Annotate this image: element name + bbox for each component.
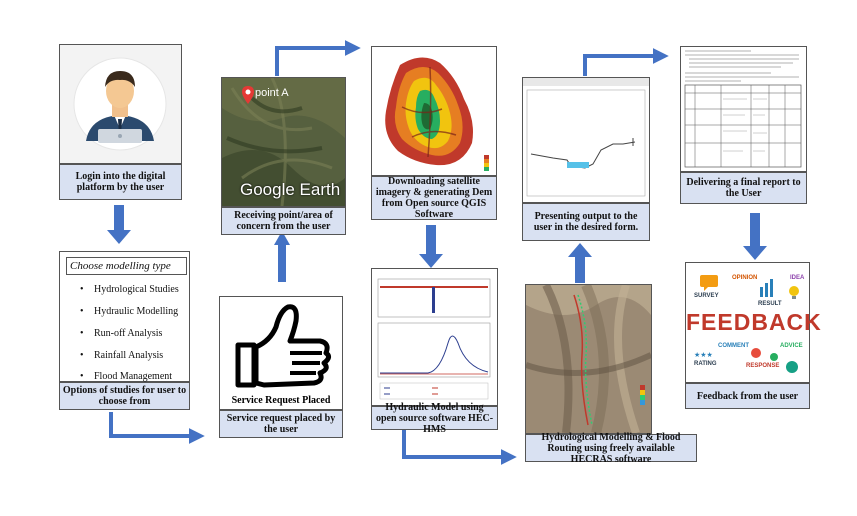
google-earth-logo: Google Earth (240, 180, 341, 199)
menu-item-flood-management[interactable]: Flood Management (80, 371, 172, 382)
feedback-title: FEEDBACK (686, 309, 822, 335)
point-label: point A (255, 87, 289, 99)
caption-presenting: Presenting output to the user in the des… (522, 203, 650, 241)
word-survey: SURVEY (694, 293, 719, 299)
chat-bubble-icon (700, 275, 718, 291)
feedback-icons: ★★★ (694, 275, 799, 373)
stars-icon: ★★★ (694, 351, 713, 359)
word-result: RESULT (758, 301, 782, 307)
word-comment: COMMENT (718, 343, 749, 349)
word-opinion: OPINION (732, 275, 758, 281)
arrow-options-to-service (109, 412, 205, 444)
caption-service: Service request placed by the user (219, 410, 343, 438)
word-advice: ADVICE (780, 343, 803, 349)
caption-hydrological: Hydrological Modelling & Flood Routing u… (525, 432, 697, 465)
caption-delivering: Delivering a final report to the User (680, 172, 807, 204)
word-idea: IDEA (790, 275, 805, 281)
options-menu-panel: Choose modelling type Hydrological Studi… (59, 251, 190, 382)
hydrograph-chart (377, 278, 491, 400)
caption-receiving: Receiving point/area of concern from the… (221, 207, 346, 235)
svg-text:★★★: ★★★ (694, 351, 713, 359)
arrow-hydrological-to-presenting (568, 243, 592, 283)
arrow-login-to-options (107, 205, 131, 244)
speech-icon (751, 348, 778, 361)
login-image (59, 44, 182, 164)
service-request-image: Service Request Placed (219, 296, 343, 410)
menu-item-runoff-analysis[interactable]: Run-off Analysis (80, 328, 163, 339)
thumbs-up-icon (235, 304, 332, 388)
map-pin-icon (242, 86, 254, 104)
terrain-map (222, 78, 345, 206)
google-earth-image: point A Google Earth (221, 77, 346, 207)
caption-options: Options of studies for user to choose fr… (59, 382, 190, 410)
feedback-image: FEEDBACK SURVEY OPINION IDEA RESULT COMM… (685, 262, 822, 383)
caption-feedback: Feedback from the user (685, 383, 810, 409)
thumbs-icon (786, 361, 798, 373)
cross-section-chart (523, 78, 649, 197)
report-document-image (680, 46, 807, 172)
hec-hms-graph-image (371, 268, 498, 406)
word-response: RESPONSE (746, 363, 780, 369)
river-terrain-map (526, 285, 651, 433)
output-chart-image (522, 77, 650, 203)
arrow-receiving-to-downloading (275, 40, 361, 76)
hec-ras-image (525, 284, 652, 434)
menu-title: Choose modelling type (70, 260, 171, 272)
arrow-hydraulic-to-hydrological (402, 430, 517, 465)
dem-legend (484, 155, 489, 171)
arrow-delivering-to-feedback (743, 213, 767, 260)
word-rating: RATING (694, 361, 717, 367)
service-request-label: Service Request Placed (231, 395, 331, 406)
modelling-type-dropdown[interactable] (66, 257, 187, 275)
arrow-presenting-to-delivering (583, 48, 669, 76)
caption-login: Login into the digital platform by the u… (59, 164, 182, 200)
menu-item-rainfall-analysis[interactable]: Rainfall Analysis (80, 350, 163, 361)
arrow-downloading-to-hydraulic (419, 225, 443, 268)
dem-terrain-map (385, 57, 489, 171)
report-page (684, 50, 802, 168)
menu-item-hydraulic-modelling[interactable]: Hydraulic Modelling (80, 306, 178, 317)
hec-ras-legend (640, 385, 645, 405)
dem-image (371, 46, 497, 176)
menu-item-hydrological-studies[interactable]: Hydrological Studies (80, 284, 179, 295)
bar-chart-icon (760, 279, 773, 297)
caption-hydraulic: Hydraulic Model using open source softwa… (371, 402, 498, 435)
user-avatar-icon (73, 57, 167, 151)
lightbulb-icon (789, 286, 799, 299)
arrow-service-to-receiving (274, 231, 290, 282)
caption-downloading: Downloading satellite imagery & generati… (371, 176, 497, 220)
